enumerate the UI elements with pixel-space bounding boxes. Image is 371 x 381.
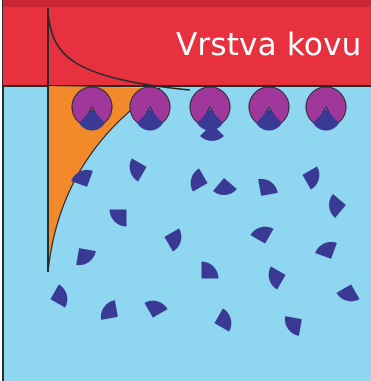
metal-layer-title: Vrstva kovu [176,22,361,68]
metal-layer-top-strip [3,0,371,7]
